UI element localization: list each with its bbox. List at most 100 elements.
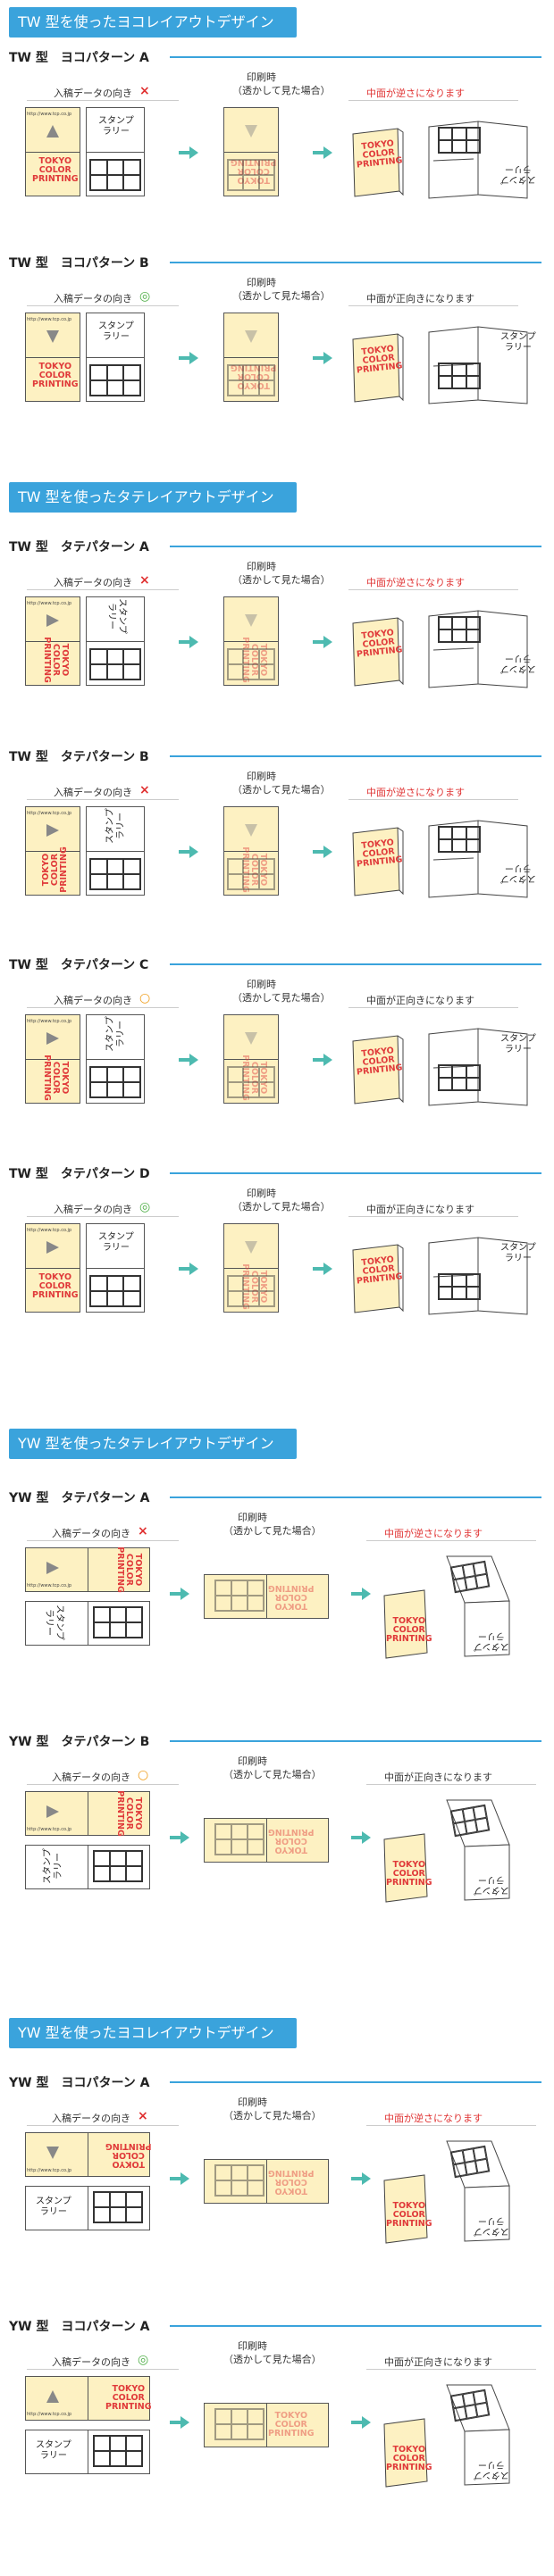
stamp-rally-text: スタンプラリー <box>43 1605 64 1640</box>
stamp-grid <box>93 1850 143 1882</box>
arrow-right-icon <box>351 2172 371 2185</box>
stamp-line: スタンプ <box>474 1885 509 1895</box>
stamp-grid <box>93 2191 143 2223</box>
stamp-rally-text: スタンプラリー <box>474 1873 509 1895</box>
logo-line: TOKYO <box>38 156 72 166</box>
triangle-icon <box>245 330 257 343</box>
arrow-right-icon <box>313 636 332 648</box>
print-preview-card <box>204 1818 329 1863</box>
logo-line: PRINTING <box>268 1583 315 1593</box>
triangle-icon <box>46 1241 59 1254</box>
stamp-rally-text: スタンプラリー <box>500 163 536 184</box>
print-label: 印刷時 <box>247 979 276 990</box>
logo-line: TOKYO <box>38 1272 72 1282</box>
logo-line: PRINTING <box>268 2429 315 2438</box>
logo-line: PRINTING <box>32 1290 79 1300</box>
stamp-grid <box>214 1580 264 1612</box>
stamp-line: ラリー <box>115 1021 126 1048</box>
stamp-grid <box>89 648 141 680</box>
stamp-line: ラリー <box>53 1853 63 1880</box>
stamp-grid <box>438 616 481 643</box>
divider <box>170 56 541 58</box>
stamp-rally-text: スタンプラリー <box>105 1016 127 1052</box>
stamp-line: スタンプ <box>36 2197 71 2206</box>
result-label: 中面が逆さになります <box>366 577 465 588</box>
input-orientation-label: 入稿データの向き <box>54 293 132 304</box>
arrow-right-icon <box>351 2416 371 2429</box>
url-text: http://www.tcp.co.jp <box>27 2412 72 2417</box>
arrow-right-icon <box>170 2416 189 2429</box>
triangle-icon <box>46 824 59 837</box>
stamp-rally-text: スタンプラリー <box>474 1630 509 1651</box>
input-orientation-label: 入稿データの向き <box>52 1528 130 1539</box>
logo-line: PRINTING <box>386 2219 432 2229</box>
stamp-line: ラリー <box>504 863 532 872</box>
logo-line: TOKYO <box>59 643 70 677</box>
triangle-icon <box>245 1241 257 1254</box>
arrow-right-icon <box>179 146 198 159</box>
result-label: 中面が正向きになります <box>384 2356 492 2368</box>
pattern-title: YW 型 タテパターン A <box>9 1491 150 1505</box>
input-cover-card <box>25 107 80 196</box>
stamp-line: ラリー <box>477 2215 505 2225</box>
triangle-icon <box>245 1032 257 1045</box>
orientation-mark: × <box>139 84 150 98</box>
triangle-icon <box>46 330 59 343</box>
result-label: 中面が逆さになります <box>384 1528 483 1539</box>
triangle-icon <box>245 125 257 138</box>
divider <box>170 1496 541 1498</box>
stamp-line: ラリー <box>504 343 532 353</box>
result-label: 中面が正向きになります <box>366 293 474 304</box>
result-label: 中面が逆さになります <box>366 787 465 798</box>
stamp-line: スタンプ <box>98 116 134 126</box>
result-label: 中面が正向きになります <box>366 1204 474 1215</box>
print-label-sub: （透かして見た場合） <box>223 2110 322 2122</box>
print-label: 印刷時 <box>238 1512 267 1523</box>
pattern-title: TW 型 ヨコパターン B <box>9 256 149 271</box>
divider <box>170 755 541 757</box>
logo-line: COLOR <box>392 1625 425 1635</box>
input-inner-card <box>86 1014 145 1104</box>
stamp-grid <box>89 858 141 890</box>
print-label: 印刷時 <box>247 771 276 782</box>
print-label-sub: （透かして見た場合） <box>232 992 331 1004</box>
logo-line: COLOR <box>50 1061 61 1095</box>
logo-line: COLOR <box>274 2420 307 2430</box>
logo-line: TOKYO <box>274 1845 308 1855</box>
stamp-grid <box>227 364 275 396</box>
stamp-grid <box>227 858 275 890</box>
stamp-line: スタンプ <box>36 2440 71 2450</box>
logo-line: TOKYO <box>132 1797 143 1830</box>
print-preview-card <box>223 596 279 686</box>
orientation-mark: ◎ <box>138 2353 149 2367</box>
logo-line: PRINTING <box>105 2141 152 2151</box>
print-preview-card <box>223 1223 279 1313</box>
logo-line: COLOR <box>392 1869 425 1879</box>
stamp-line: スタンプ <box>54 1605 64 1640</box>
arrow-right-icon <box>179 846 198 858</box>
print-preview-card <box>223 806 279 896</box>
input-orientation-label: 入稿データの向き <box>54 88 132 99</box>
stamp-rally-text: スタンプラリー <box>43 1848 64 1884</box>
stamp-rally-text: スタンプラリー <box>105 598 127 634</box>
stamp-line: ラリー <box>504 163 532 173</box>
stamp-line: ラリー <box>477 2459 505 2469</box>
arrow-right-icon <box>313 146 332 159</box>
stamp-line: ラリー <box>477 1630 505 1640</box>
input-inner-card <box>86 596 145 686</box>
logo-line: COLOR <box>274 2177 307 2187</box>
orientation-mark: × <box>138 1524 148 1538</box>
result-label: 中面が正向きになります <box>366 995 474 1006</box>
stamp-line: ラリー <box>504 653 532 663</box>
stamp-rally-text: スタンプラリー <box>500 862 536 883</box>
